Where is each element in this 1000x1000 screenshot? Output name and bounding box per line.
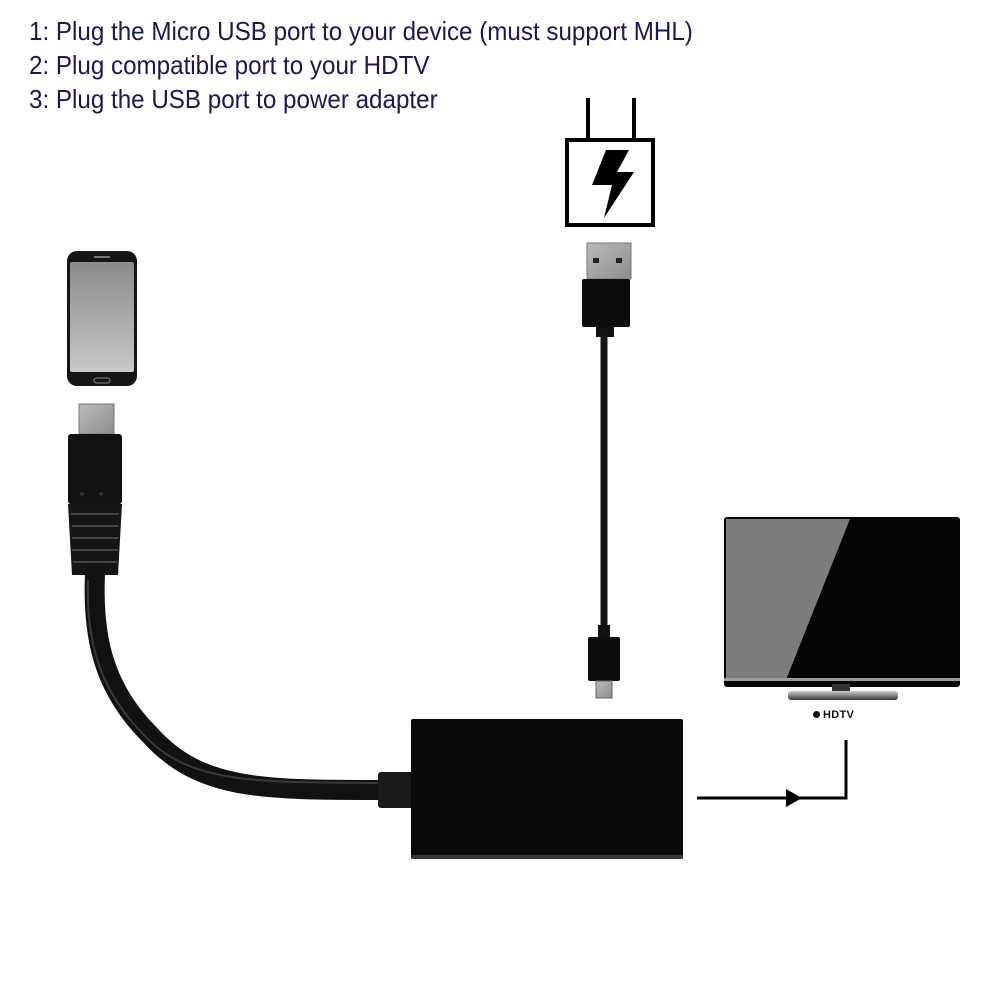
bullet-dot-icon <box>813 711 820 718</box>
device-cable <box>84 564 395 800</box>
instruction-list: 1: Plug the Micro USB port to your devic… <box>29 14 743 116</box>
hdmi-connection-arrow <box>697 740 848 807</box>
hdtv-label: HDTV <box>813 709 854 721</box>
adapter-cable-strain-relief <box>378 772 414 808</box>
micro-usb-power-plug <box>588 625 620 699</box>
smartphone <box>67 251 137 386</box>
hdtv-label-text: HDTV <box>823 709 855 721</box>
instruction-step-1: 1: Plug the Micro USB port to your devic… <box>29 16 693 46</box>
micro-usb-device-plug <box>68 403 122 575</box>
instruction-step-2: 2: Plug compatible port to your HDTV <box>29 50 430 80</box>
instruction-step-3: 3: Plug the USB port to power adapter <box>29 84 438 114</box>
mhl-adapter <box>411 719 683 859</box>
lightning-bolt-icon <box>592 150 634 218</box>
power-adapter <box>565 98 655 227</box>
usb-a-plug <box>582 242 632 337</box>
hdtv <box>724 517 960 700</box>
